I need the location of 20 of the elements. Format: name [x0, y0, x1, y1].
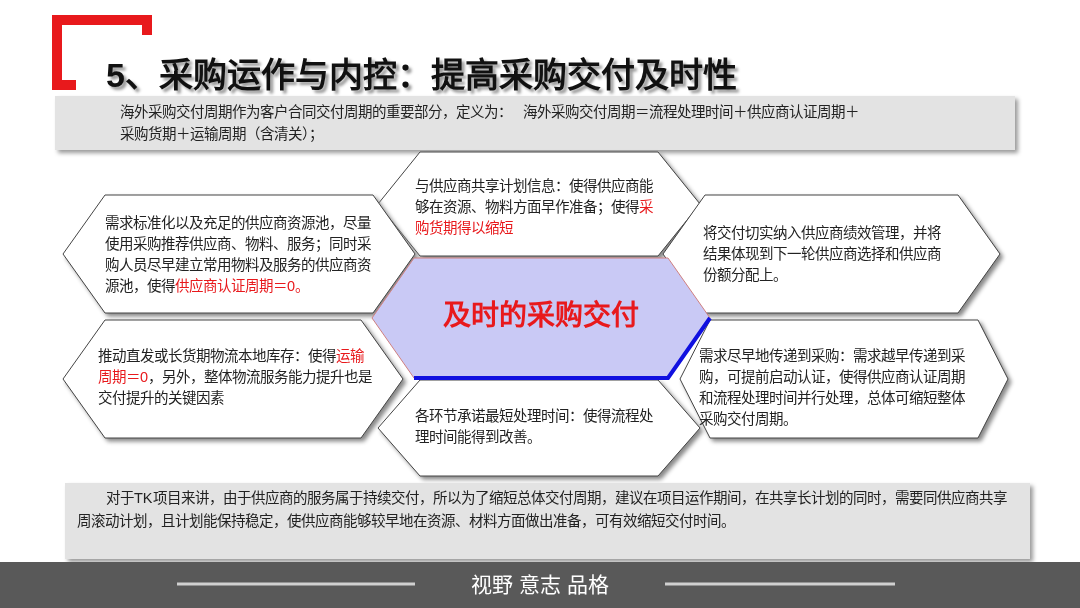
hexagon-box [63, 195, 415, 313]
slide-title: 5、采购运作与内控：提高采购交付及时性 [106, 55, 737, 96]
note-box [65, 483, 1030, 559]
note-text: 对于TK项目来讲，由于供应商的服务属于持续交付，所以为了缩短总体交付周期，建议在项目运作期间，在共享长计划的同时，需要同供应商共享周滚动计划，且计划能保持稳定，使供应商能够较早地在资源、材料方面做出准备，可有效缩短交付时间。 [77, 489, 1008, 531]
hexagon-box [378, 152, 700, 256]
hexagon-box [663, 195, 1000, 313]
description-text: 需求标准化以及充足的供应商资源池，尽量使用采购推荐供应商、物料、服务；同时采购人员尽早建立常用物料及服务的供应商资源池，使得供应商认证周期＝0。 [105, 214, 372, 296]
description-text: 将交付切实纳入供应商绩效管理，并将结果体现到下一轮供应商选择和供应商份额分配上。 [703, 224, 942, 285]
footer-band [0, 562, 1080, 608]
description-text: 与供应商共享计划信息：使得供应商能够在资源、物料方面早作准备；使得采购货期得以缩短 [415, 177, 654, 238]
hexagon-box [63, 320, 403, 438]
definition-box [55, 96, 1015, 150]
definition-text: 海外采购交付周期作为客户合同交付周期的重要部分，定义为： 海外采购交付周期＝流程处理时间＋供应商认证周期＋采购货期＋运输周期（含清关）； [120, 103, 861, 144]
description-text: 各环节承诺最短处理时间：使得流程处理时间能得到改善。 [415, 407, 654, 447]
description-text: 需求尽早地传递到采购：需求越早传递到采购，可提前启动认证，使得供应商认证周期和流程处理时间并行处理，总体可缩短整体采购交付周期。 [699, 347, 966, 429]
center-text: 及时的采购交付 [442, 299, 640, 333]
hexagon-box [680, 320, 1008, 438]
description-text: 推动直发或长货期物流本地库存：使得运输周期＝0，另外，整体物流服务能力提升也是交付提升的关键因素 [98, 347, 374, 408]
slogan-text: 视野 意志 品格 [470, 572, 610, 598]
hexagon-box [378, 380, 700, 476]
